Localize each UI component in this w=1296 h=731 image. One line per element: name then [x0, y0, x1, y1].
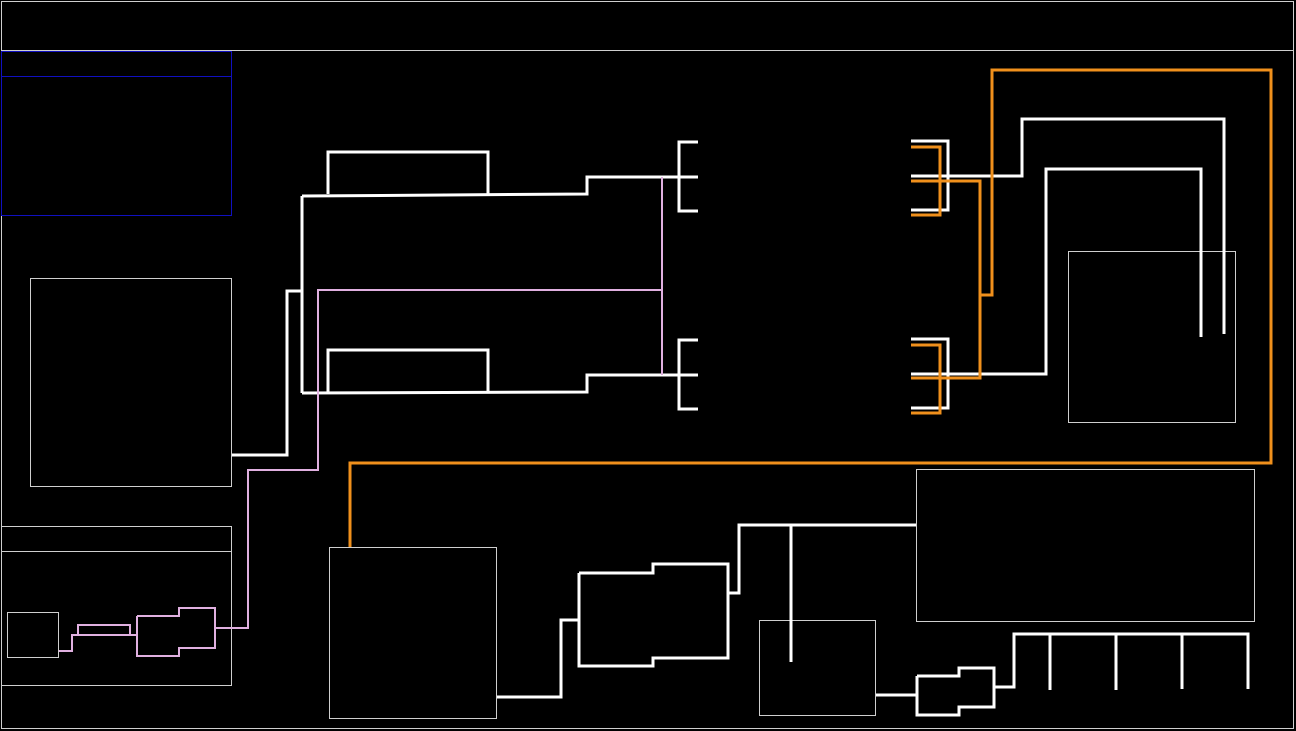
wire-left-box-to-bus — [232, 289, 302, 457]
left-component-box — [30, 278, 232, 487]
blue-panel — [1, 51, 232, 216]
wire-orange-upper-to-lower — [911, 179, 982, 380]
bottom-module-b — [915, 666, 996, 717]
wire-lower-branch — [301, 373, 698, 395]
right-component-box — [1068, 251, 1236, 423]
wire-lower-right-run — [948, 167, 1203, 376]
white-wires — [232, 117, 1250, 717]
pink-wires — [59, 177, 663, 657]
bottom-right-box — [916, 469, 1255, 622]
wire-orange-loop — [348, 68, 1273, 547]
wire-output-comb-bus — [994, 632, 1250, 689]
bottom-module-a — [577, 562, 730, 668]
wire-center-box-out — [497, 618, 579, 699]
bottom-small-box — [759, 620, 876, 716]
pink-sensor-to-module — [59, 634, 137, 652]
pink-module-outline — [136, 607, 216, 657]
pink-small-module — [77, 624, 131, 635]
wire-upper-right-run — [948, 117, 1226, 334]
small-sensor-box — [7, 612, 59, 658]
bottom-center-box — [329, 547, 497, 719]
lower-left-connector — [677, 338, 698, 411]
wire-upper-branch — [301, 175, 698, 198]
upper-component-outline — [326, 150, 490, 194]
upper-left-connector — [677, 140, 698, 213]
orange-wires — [348, 68, 1273, 547]
wire-module-a-to-bus — [728, 523, 916, 595]
bottom-left-panel — [1, 526, 232, 686]
lower-component-outline — [326, 348, 490, 392]
pink-trunk-to-left — [215, 289, 662, 629]
